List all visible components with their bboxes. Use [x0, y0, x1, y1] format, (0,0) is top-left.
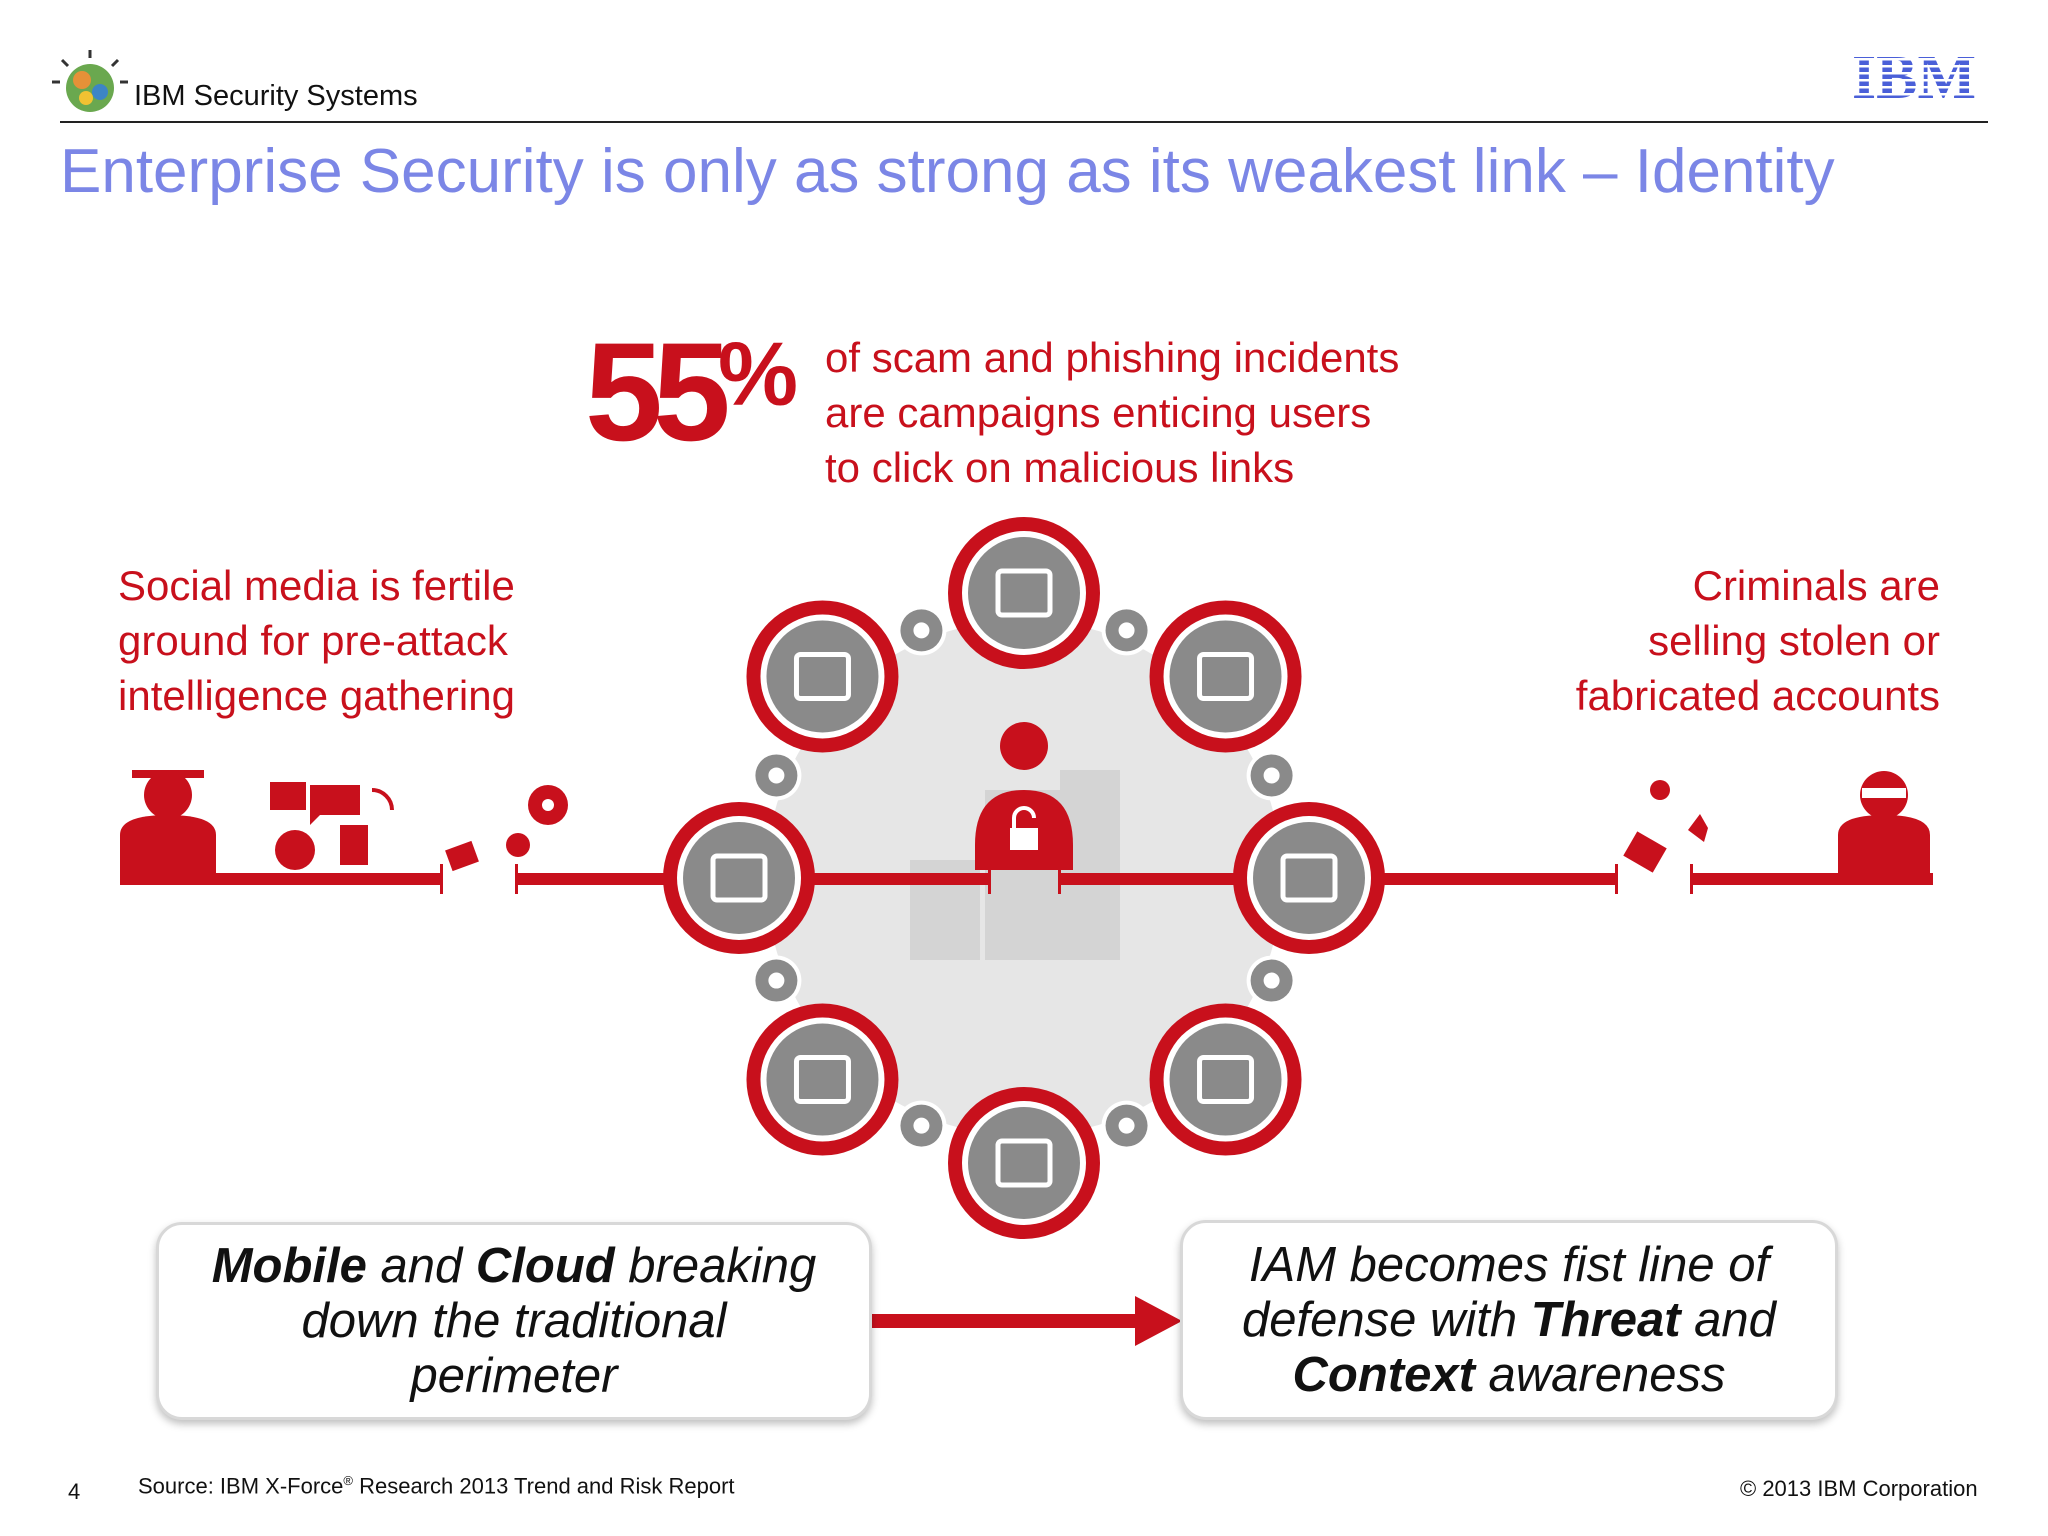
user-unlocked-icon: [975, 722, 1073, 870]
desktop-computer-icon: [948, 1087, 1100, 1239]
stat-line: to click on malicious links: [825, 444, 1295, 491]
ibm-logo-stripe: [1848, 65, 1988, 68]
ibm-logo-stripe: [1848, 79, 1988, 82]
callout-text: defense with: [1242, 1292, 1531, 1347]
stat-line: are campaigns enticing users: [825, 389, 1372, 436]
ibm-logo-stripe: [1848, 72, 1988, 75]
laptop-malware-icon: [1101, 1100, 1152, 1151]
source-text: Source: IBM X-Force: [138, 1473, 344, 1499]
callout-emphasis: Mobile: [211, 1238, 367, 1293]
left-note-line: intelligence gathering: [118, 672, 515, 719]
iam-callout: IAM becomes fist line of defense with Th…: [1180, 1220, 1838, 1420]
biohazard-icon: [896, 605, 947, 656]
firewall-icon: [663, 802, 815, 954]
database-icon: [1149, 1003, 1302, 1156]
trojan-horse-icon: [1246, 750, 1297, 801]
cloud-icon: [746, 600, 899, 753]
header-brand: IBM Security Systems: [134, 80, 418, 112]
callout-text: perimeter: [410, 1348, 618, 1403]
callout-emphasis: Cloud: [475, 1238, 615, 1293]
callout-text: IAM becomes fist line of: [1248, 1237, 1770, 1292]
callout-emphasis: Threat: [1530, 1292, 1681, 1347]
warning-icon: [1101, 605, 1152, 656]
laptop-malware-icon: [445, 785, 568, 872]
left-note-line: Social media is fertile: [118, 562, 515, 609]
left-note-line: ground for pre-attack: [118, 617, 508, 664]
slide-title: Enterprise Security is only as strong as…: [60, 137, 1835, 206]
ibm-logo-stripe: [1848, 86, 1988, 89]
source-citation: Source: IBM X-Force® Research 2013 Trend…: [138, 1473, 735, 1499]
source-text: Research 2013 Trend and Risk Report: [352, 1473, 735, 1499]
right-note-line: selling stolen or: [1648, 617, 1940, 664]
callout-text: and: [1680, 1292, 1776, 1347]
browser-windows-icon: [1149, 600, 1302, 753]
credit-card-phishing-icon: [751, 750, 802, 801]
right-note-line: fabricated accounts: [1575, 672, 1940, 719]
ibm-logo: IBM: [1848, 44, 1988, 112]
right-note: Criminals are selling stolen or fabricat…: [1460, 558, 1940, 723]
smarter-planet-logo: [52, 50, 128, 112]
registered-mark: ®: [343, 1473, 353, 1488]
mobile-cloud-callout: Mobile and Cloud breaking down the tradi…: [156, 1222, 872, 1420]
ibm-logo-stripe: [1848, 100, 1988, 103]
bug-icon: [896, 1100, 947, 1151]
copyright: © 2013 IBM Corporation: [1740, 1476, 1978, 1501]
right-note-line: Criminals are: [1692, 562, 1940, 609]
stat-description: of scam and phishing incidents are campa…: [825, 330, 1445, 495]
callout-text: breaking: [614, 1238, 817, 1293]
callout-text: awareness: [1474, 1347, 1726, 1402]
ibm-logo-stripe: [1848, 58, 1988, 61]
stolen-accounts-icon: [1623, 780, 1708, 873]
hacker-spy-icon: [120, 770, 216, 873]
server-icon: [1233, 802, 1385, 954]
stat-value: 55: [585, 313, 731, 470]
callout-emphasis: Context: [1292, 1347, 1475, 1402]
social-media-icon: [270, 782, 394, 870]
radiation-icon: [751, 955, 802, 1006]
callout-text: down the traditional: [301, 1293, 727, 1348]
stat-unit: %: [718, 325, 799, 425]
header-divider: [60, 121, 1988, 123]
globe-icon: [746, 1003, 899, 1156]
worm-icon: [1246, 955, 1297, 1006]
page-number: 4: [68, 1479, 81, 1504]
masked-criminal-icon: [1838, 771, 1930, 873]
devices-icon: [948, 517, 1100, 669]
progression-arrow: [872, 1296, 1182, 1346]
callout-text: and: [366, 1238, 476, 1293]
left-note: Social media is fertile ground for pre-a…: [118, 558, 598, 723]
stat-line: of scam and phishing incidents: [825, 334, 1400, 381]
ibm-logo-stripe: [1848, 93, 1988, 96]
